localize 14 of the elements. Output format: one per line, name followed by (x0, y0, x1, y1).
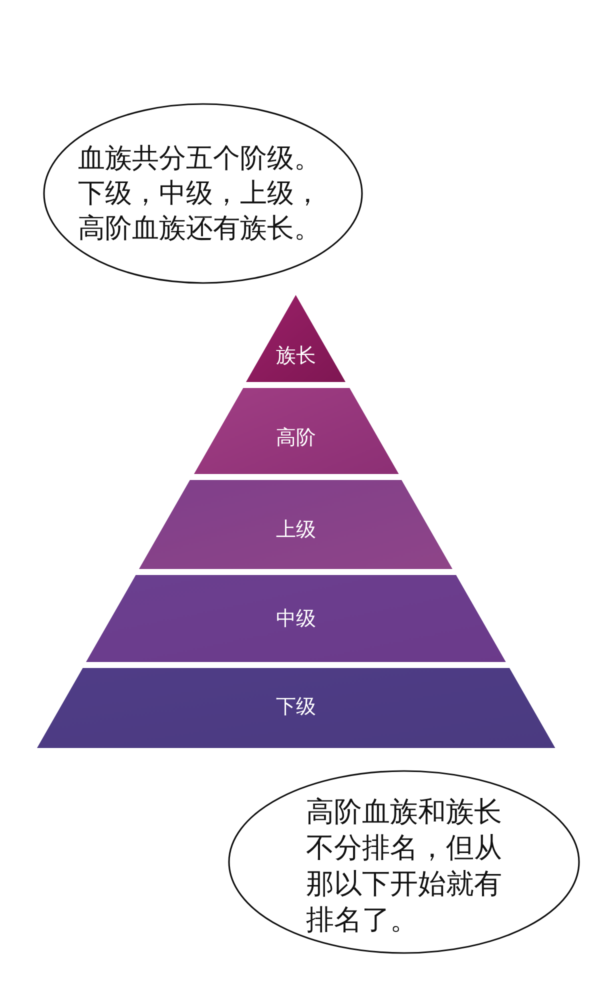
bubble-text: 血族共分五个阶级。下级，中级，上级，高阶血族还有族长。 (78, 142, 322, 246)
pyramid-tier (36, 668, 556, 748)
tier-label: 中级 (276, 606, 316, 630)
pyramid-tier (139, 480, 453, 569)
pyramid-tier (86, 575, 506, 662)
pyramid-tier (246, 295, 346, 382)
tier-label: 上级 (276, 517, 316, 541)
speech-bubble (43, 103, 363, 284)
speech-bubble (228, 770, 580, 954)
tier-label: 族长 (276, 343, 316, 367)
pyramid-tier (194, 388, 398, 474)
tier-label: 高阶 (276, 425, 316, 449)
bubble-text: 高阶血族和族长不分排名，但从那以下开始就有排名了。 (306, 794, 503, 938)
tier-label: 下级 (276, 694, 316, 718)
